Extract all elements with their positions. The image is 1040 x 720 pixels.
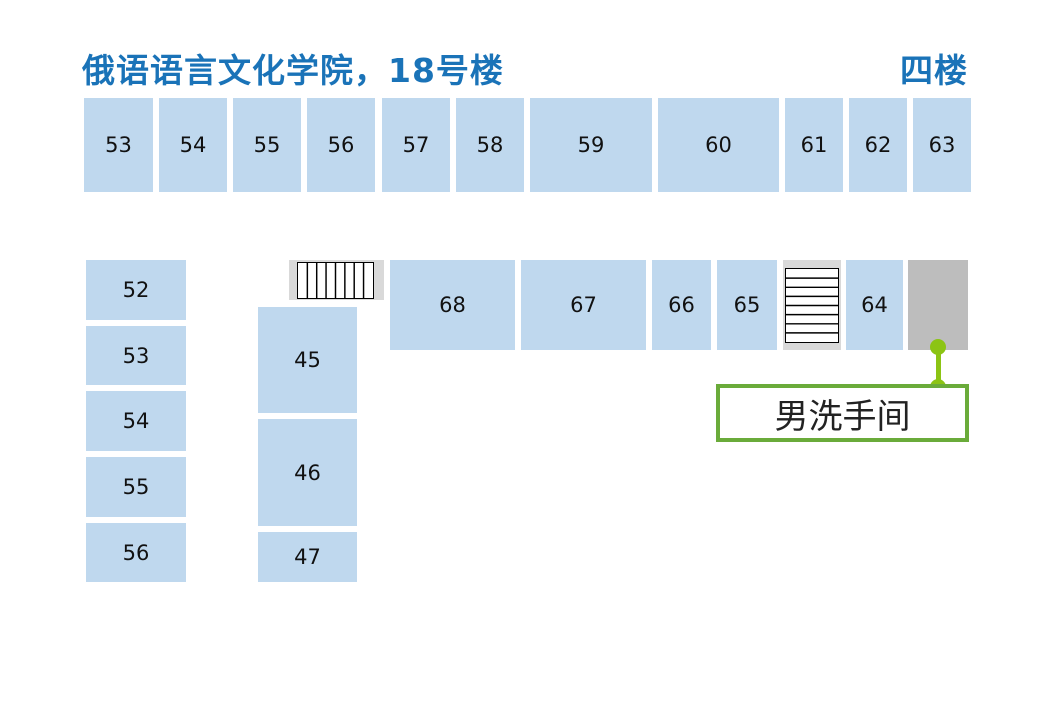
restroom-location[interactable] — [908, 260, 968, 350]
room-middle-46[interactable]: 46 — [258, 419, 357, 526]
room-left-54[interactable]: 54 — [86, 391, 186, 451]
room-left-56[interactable]: 56 — [86, 523, 186, 582]
restroom-connector-line — [936, 347, 941, 387]
room-top-57[interactable]: 57 — [382, 98, 450, 192]
room-top-54[interactable]: 54 — [159, 98, 227, 192]
room-top-58[interactable]: 58 — [456, 98, 524, 192]
room-middle-47[interactable]: 47 — [258, 532, 357, 582]
stairs-vertical-icon — [289, 260, 384, 300]
room-top-61[interactable]: 61 — [785, 98, 843, 192]
room-row-64[interactable]: 64 — [846, 260, 903, 350]
mens-restroom-label[interactable]: 男洗手间 — [716, 384, 969, 442]
connector-top-dot — [930, 339, 946, 355]
room-left-52[interactable]: 52 — [86, 260, 186, 320]
room-top-53[interactable]: 53 — [84, 98, 153, 192]
room-row-66[interactable]: 66 — [652, 260, 711, 350]
room-top-59[interactable]: 59 — [530, 98, 652, 192]
floor-label: 四楼 — [900, 51, 968, 90]
room-top-62[interactable]: 62 — [849, 98, 907, 192]
room-row-65[interactable]: 65 — [717, 260, 777, 350]
room-middle-45[interactable]: 45 — [258, 307, 357, 413]
stairs-horizontal-icon — [783, 260, 841, 350]
room-row-68[interactable]: 68 — [390, 260, 515, 350]
room-row-67[interactable]: 67 — [521, 260, 646, 350]
room-top-63[interactable]: 63 — [913, 98, 971, 192]
room-top-55[interactable]: 55 — [233, 98, 301, 192]
building-title: 俄语语言文化学院，18号楼 — [82, 51, 504, 90]
room-left-55[interactable]: 55 — [86, 457, 186, 517]
room-top-60[interactable]: 60 — [658, 98, 779, 192]
room-top-56[interactable]: 56 — [307, 98, 375, 192]
room-left-53[interactable]: 53 — [86, 326, 186, 385]
